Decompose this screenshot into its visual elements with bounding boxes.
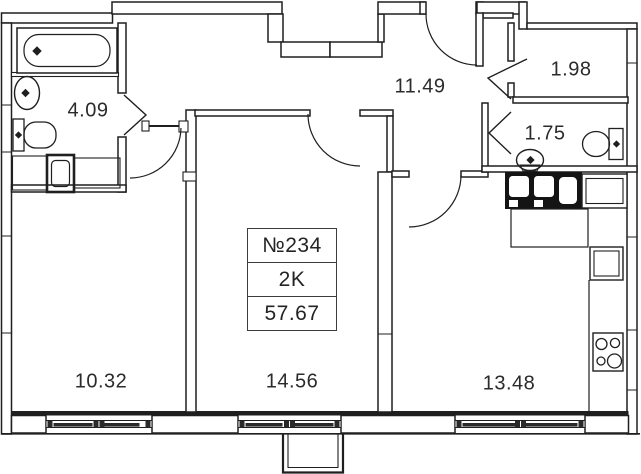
unit-number: №234 — [262, 233, 322, 257]
kitchen-sink-unit — [505, 172, 582, 209]
washing-machine — [45, 153, 76, 194]
balcony — [281, 434, 345, 474]
wc-door — [487, 111, 512, 155]
room-label-wc: 1.75 — [524, 122, 566, 145]
exterior-walls — [0, 1, 640, 435]
bathtub — [16, 27, 118, 74]
room2-door — [307, 113, 361, 167]
unit-info-box: №234 2K 57.67 — [247, 228, 337, 331]
room-label-hallway: 11.49 — [394, 75, 446, 98]
storage-door — [486, 58, 528, 100]
kitchen-cabinet — [589, 246, 624, 281]
unit-total-area: 57.67 — [248, 296, 336, 330]
stove — [592, 332, 624, 372]
window-kitchen — [454, 420, 586, 428]
kitchen-counter — [510, 208, 590, 411]
room-label-kitchen-living: 13.48 — [482, 372, 536, 395]
room-label-bathroom: 4.09 — [67, 99, 109, 122]
kitchen-door — [408, 174, 462, 228]
duct-shaft — [581, 173, 628, 209]
window-room2 — [237, 420, 342, 428]
wc-toilet — [581, 127, 624, 161]
washbasin — [13, 75, 41, 111]
wc-washbasin — [515, 148, 545, 172]
interior-walls — [10, 12, 638, 413]
room1-door — [129, 120, 189, 179]
window-room1 — [45, 420, 153, 428]
entrance-door — [425, 12, 484, 67]
room-label-storage: 1.98 — [550, 58, 592, 81]
room-label-room1: 10.32 — [74, 370, 128, 393]
bathroom-door — [123, 94, 148, 136]
toilet — [12, 118, 57, 152]
room-label-room2: 14.56 — [265, 370, 319, 393]
unit-rooms-type: 2K — [248, 262, 336, 296]
